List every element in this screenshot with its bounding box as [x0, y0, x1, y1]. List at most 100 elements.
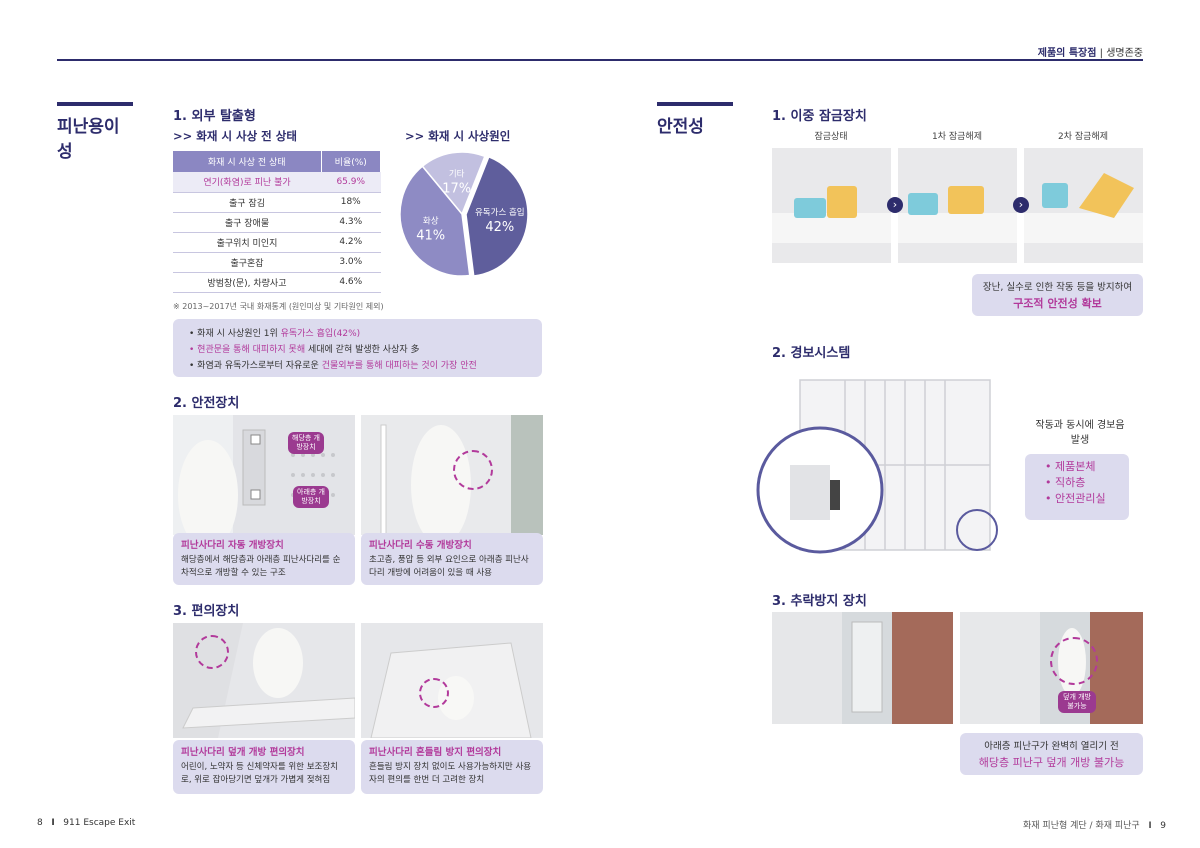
- anti-sway-illustration: [361, 623, 543, 738]
- highlight-circle: [195, 635, 229, 669]
- lock-illustration: [772, 148, 891, 263]
- caption-title: 피난사다리 자동 개방장치: [181, 540, 284, 551]
- lock-caption: 장난, 실수로 인한 작동 등을 방지하여 구조적 안전성 확보: [972, 274, 1143, 316]
- tag-lower-floor-device: 아래층 개방장치: [293, 486, 329, 508]
- footer-subtitle: 화재 피난형 계단 / 화재 피난구: [1023, 821, 1140, 831]
- header-separator: |: [1099, 48, 1103, 59]
- page-number-right: 9: [1160, 821, 1166, 831]
- header-topic: 생명존중: [1106, 48, 1143, 59]
- heading-convenience-device: 3. 편의장치: [173, 604, 240, 619]
- table-header-status: 화재 시 사상 전 상태: [173, 151, 322, 172]
- table-cell: 4.6%: [321, 272, 381, 293]
- caption-text: 어린이, 노약자 등 신체약자를 위한 보조장치로, 위로 잡아당기면 덮개가 …: [181, 762, 338, 785]
- finding-text: • 화재 시 사상원인 1위: [189, 329, 281, 339]
- pie-title: >> 화재 시 사상원인: [405, 129, 511, 143]
- alarm-item: • 직하층: [1045, 476, 1086, 489]
- finding-3: • 화염과 유독가스로부터 자유로운 건물외부를 통해 대피하는 것이 가장 안…: [189, 358, 542, 374]
- pie-slice: [465, 155, 528, 277]
- heading-safety-device: 2. 안전장치: [173, 396, 240, 411]
- pie-slice-label: 기타: [449, 169, 465, 179]
- caption-auto-opening: 피난사다리 자동 개방장치 해당층에서 해당층과 아래층 피난사다리를 순차적으…: [173, 533, 355, 585]
- footer-right: 화재 피난형 계단 / 화재 피난구 I 9: [1023, 818, 1166, 831]
- lock-label-second-release: 2차 잠금해제: [1058, 132, 1108, 142]
- table-cell: 출구 잠김: [173, 192, 321, 213]
- finding-2: • 현관문을 통해 대피하지 못해 세대에 갇혀 발생한 사상자 多: [189, 342, 542, 358]
- lock-state-image-2: [898, 148, 1017, 263]
- caption-cover-opening: 피난사다리 덮개 개방 편의장치 어린이, 노약자 등 신체약자를 위한 보조장…: [173, 740, 355, 794]
- alarm-targets-box: • 제품본체 • 직하층 • 안전관리실: [1025, 454, 1129, 520]
- table-cell: 4.2%: [321, 232, 381, 253]
- table-cell: 연기(화염)로 피난 불가: [173, 172, 321, 193]
- tag-cover-locked: 덮개 개방 불가능: [1058, 691, 1096, 713]
- header-rule: [57, 59, 1143, 61]
- highlight-circle: [453, 450, 493, 490]
- mannequin-illustration: [173, 415, 355, 535]
- finding-text: 세대에 갇혀 발생한 사상자 多: [305, 345, 420, 355]
- table-cell: 출구혼잡: [173, 252, 321, 273]
- heading-double-lock: 1. 이중 잠금장치: [772, 109, 867, 124]
- fall-prevention-caption: 아래층 피난구가 완벽히 열리기 전 해당층 피난구 덮개 개방 불가능: [960, 733, 1143, 775]
- pie-slice-value: 17%: [442, 181, 471, 196]
- alarm-item: • 안전관리실: [1045, 492, 1106, 505]
- highlight-circle: [1050, 637, 1098, 685]
- table-cell: 출구 장애물: [173, 212, 321, 233]
- finding-emphasis: 건물외부를 통해 대피하는 것이 가장 안전: [321, 361, 477, 371]
- page-number-left: 8: [37, 818, 43, 828]
- pie-slice-label: 화상: [423, 216, 439, 227]
- finding-emphasis: 유독가스 흡입(42%): [280, 329, 361, 339]
- key-findings-box: • 화재 시 사상원인 1위 유독가스 흡입(42%) • 현관문을 통해 대피…: [173, 319, 542, 377]
- caption-title: 피난사다리 수동 개방장치: [369, 540, 472, 551]
- heading-fall-prevention: 3. 추락방지 장치: [772, 594, 867, 609]
- caption-manual-opening: 피난사다리 수동 개방장치 초고층, 풍압 등 외부 요인으로 아래층 피난사다…: [361, 533, 543, 585]
- anti-sway-device-image: [361, 623, 543, 738]
- table-cell: 18%: [321, 192, 381, 213]
- lock-caption-emphasis: 구조적 안전성 확보: [1013, 297, 1102, 310]
- footer-left: 8 I 911 Escape Exit: [37, 818, 135, 828]
- finding-emphasis: • 현관문을 통해 대피하지 못해: [189, 345, 306, 355]
- caption-anti-sway: 피난사다리 흔들림 방지 편의장치 흔들림 방지 장치 없이도 사용가능하지만 …: [361, 740, 543, 794]
- caption-title: 피난사다리 흔들림 방지 편의장치: [369, 747, 502, 758]
- caption-text: 흔들림 방지 장치 없이도 사용가능하지만 사용자의 편의를 한번 더 고려한 …: [369, 762, 532, 785]
- lock-illustration: [898, 148, 1017, 263]
- fall-prevention-image-2: [960, 612, 1143, 724]
- arrow-right-icon: ›: [1013, 197, 1029, 213]
- lock-state-image-3: [1024, 148, 1143, 263]
- table-cell: 4.3%: [321, 212, 381, 233]
- pie-slice-value: 42%: [485, 220, 514, 235]
- lock-state-image-1: [772, 148, 891, 263]
- pie-slice: [421, 151, 486, 216]
- table-title: >> 화재 시 사상 전 상태: [173, 129, 297, 143]
- header-category: 제품의 특장점: [1037, 48, 1097, 59]
- table-cell: 3.0%: [321, 252, 381, 273]
- pie-slice: [399, 165, 471, 277]
- table-cell: 65.9%: [321, 172, 381, 193]
- caption-text: 해당층에서 해당층과 아래층 피난사다리를 순차적으로 개방할 수 있는 구조: [181, 555, 341, 578]
- caption-text: 초고층, 풍압 등 외부 요인으로 아래층 피난사다리 개방에 어려움이 있을 …: [369, 555, 529, 578]
- section-title-safety: 안전성: [657, 102, 733, 137]
- pie-slice-value: 41%: [416, 229, 445, 244]
- lock-caption-text: 장난, 실수로 인한 작동 등을 방지하여: [982, 282, 1133, 293]
- manual-device-illustration: [361, 415, 543, 535]
- alarm-text: 작동과 동시에 경보음 발생: [1035, 420, 1125, 446]
- fall-caption-text: 아래층 피난구가 완벽히 열리기 전: [984, 741, 1119, 752]
- pie-slice-label: 유독가스 흡입: [475, 207, 525, 218]
- footer-separator: I: [51, 818, 55, 828]
- alarm-item: • 제품본체: [1045, 460, 1096, 473]
- alarm-system-diagram: [756, 379, 998, 554]
- lock-label-first-release: 1차 잠금해제: [932, 132, 982, 142]
- arrow-right-icon: ›: [887, 197, 903, 213]
- page-header: 제품의 특장점 | 생명존중: [1038, 44, 1143, 59]
- manual-opening-device-image: [361, 415, 543, 535]
- finding-1: • 화재 시 사상원인 1위 유독가스 흡입(42%): [189, 326, 542, 342]
- lock-illustration: [1024, 148, 1143, 263]
- tag-upper-floor-device: 해당층 개방장치: [288, 432, 324, 454]
- cover-opening-device-image: [173, 623, 355, 738]
- building-illustration: [772, 612, 953, 724]
